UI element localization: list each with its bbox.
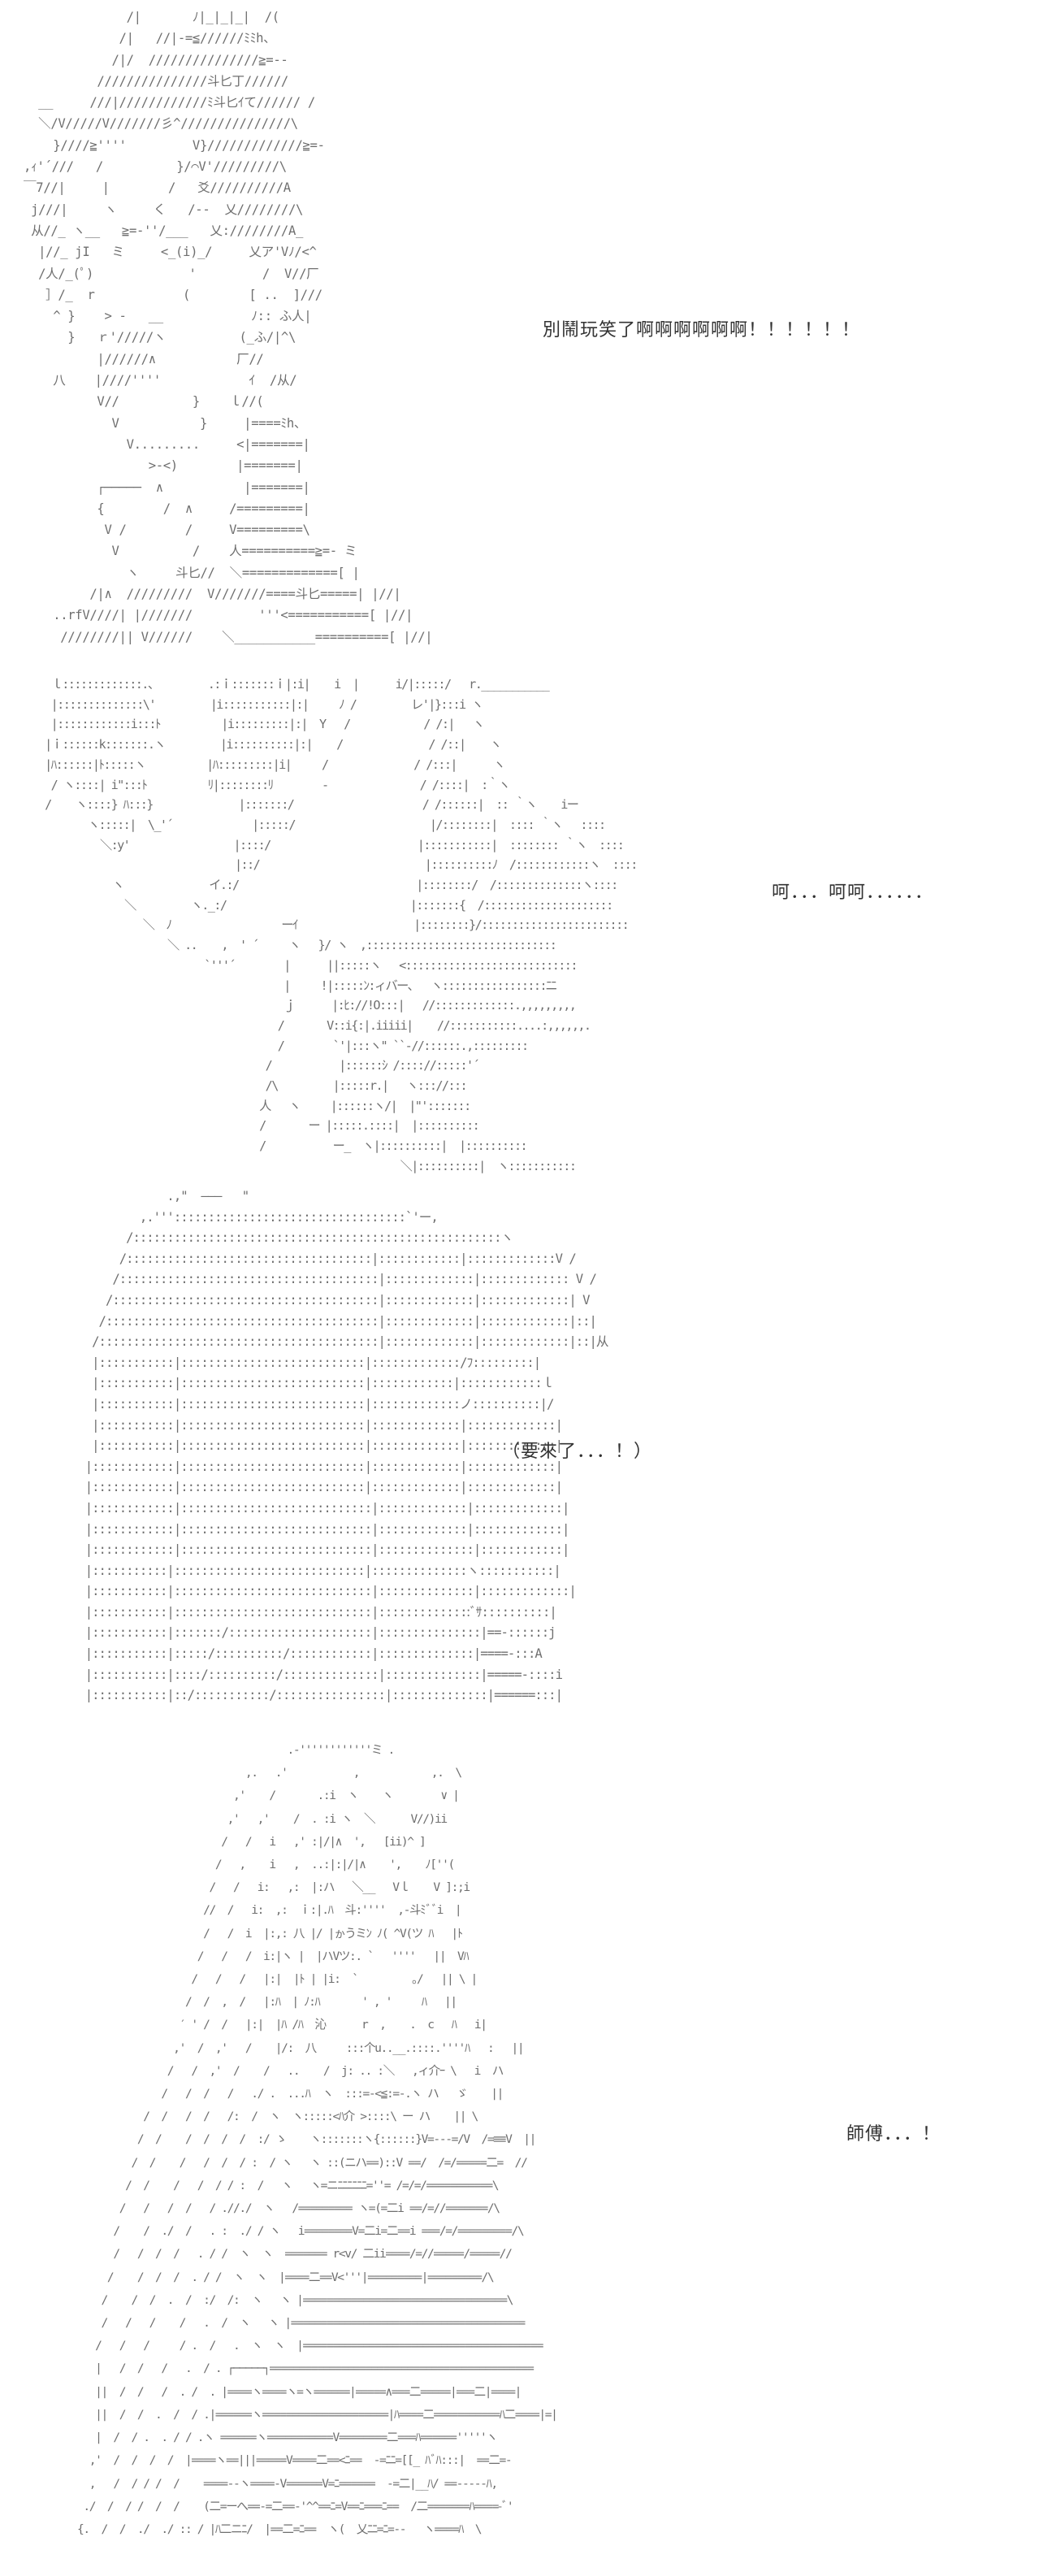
dialog-panel-3: （要來了．．．！） (502, 1442, 653, 1462)
panel-4: .-''''''''''''ミ . ,. .' , ,. \ ,' / .:i … (0, 1723, 1056, 2576)
ascii-art-panel-1: /| ﾉ|_|_|_| /( /| //|-=≦//////ﾐﾐh、 /|/ /… (24, 10, 433, 644)
ascii-art-panel-2: ｌ:::::::::::::.、 .:ｉ:::::::ｉ|:i| i | i/|… (45, 677, 638, 1173)
panel-2: ｌ:::::::::::::.、 .:ｉ:::::::ｉ|:i| i | i/|… (0, 642, 1056, 1173)
panel-3: .," ――― " ,.''':::::::::::::::::::::::::… (0, 1162, 1056, 1723)
dialog-panel-2: 呵．．．呵呵．．．．．． (772, 883, 934, 903)
ascii-art-panel-3: .," ――― " ,.''':::::::::::::::::::::::::… (84, 1189, 609, 1703)
ascii-art-panel-4: .-''''''''''''ミ . ,. .' , ,. \ ,' / .:i … (77, 1743, 558, 2536)
panel-1: /| ﾉ|_|_|_| /( /| //|-=≦//////ﾐﾐh、 /|/ /… (0, 0, 1056, 644)
dialog-panel-4: 師傅．．．！ (846, 2124, 941, 2144)
dialog-panel-1: 別鬧玩笑了啊啊啊啊啊啊！！！！！！ (543, 320, 861, 340)
